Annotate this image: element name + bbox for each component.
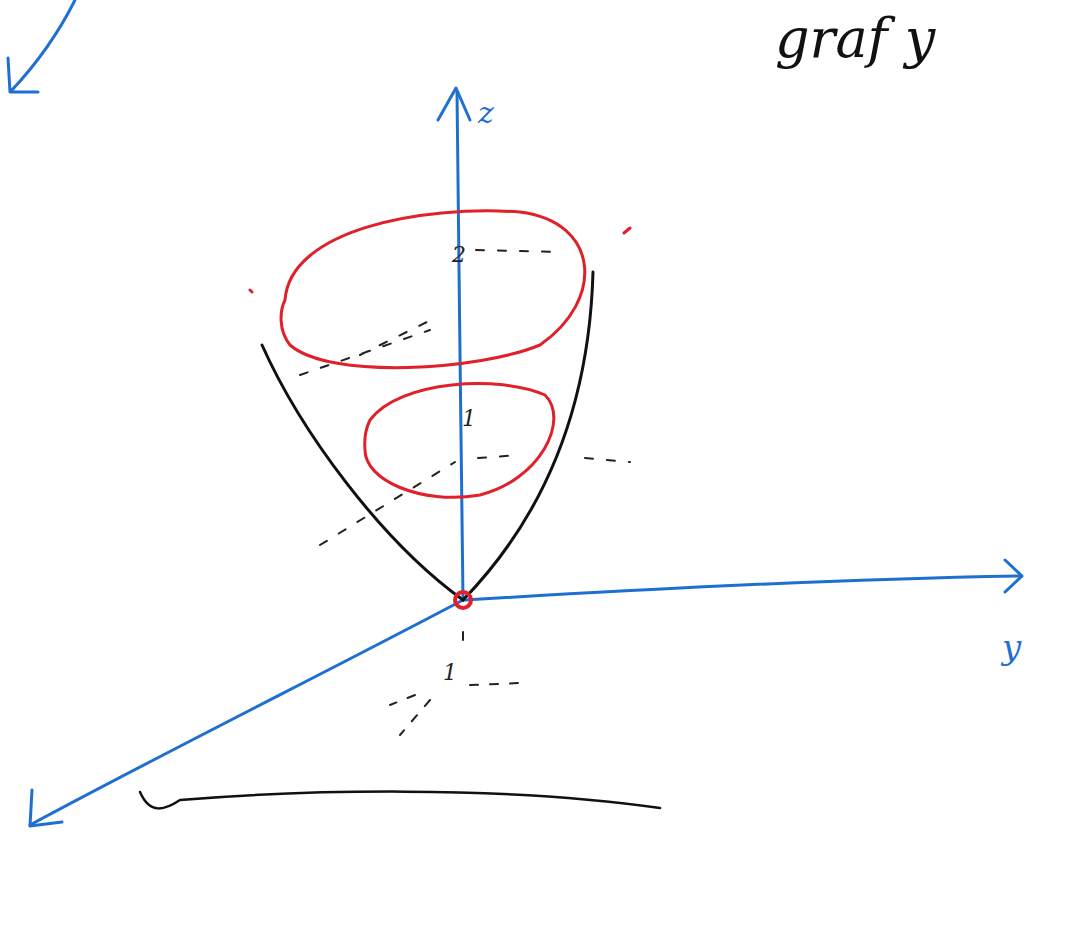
axis-label: z xyxy=(478,98,494,128)
level-value: 1 xyxy=(462,408,476,430)
y-axis xyxy=(463,576,1020,600)
dashed-guide xyxy=(300,250,560,375)
x-arrowhead xyxy=(30,790,62,826)
x-arrow-copy xyxy=(8,0,75,92)
level-curve-2 xyxy=(281,211,585,368)
z-axis xyxy=(457,92,463,600)
paraboloid-right xyxy=(463,272,593,600)
axis-label: y xyxy=(1002,630,1021,664)
red-tick xyxy=(250,228,630,292)
heading-note: graf y xyxy=(775,12,935,66)
paraboloid-left xyxy=(262,345,463,600)
tick-value: 1 xyxy=(443,662,457,684)
origin-dot xyxy=(455,592,471,608)
dashed-guide xyxy=(390,632,520,735)
z-arrowhead xyxy=(438,88,470,120)
dashed-guide xyxy=(320,455,630,545)
level-curve-1 xyxy=(365,384,554,498)
level-value: 2 xyxy=(452,244,466,266)
y-arrowhead xyxy=(1005,560,1022,592)
wavy-line xyxy=(140,792,660,809)
